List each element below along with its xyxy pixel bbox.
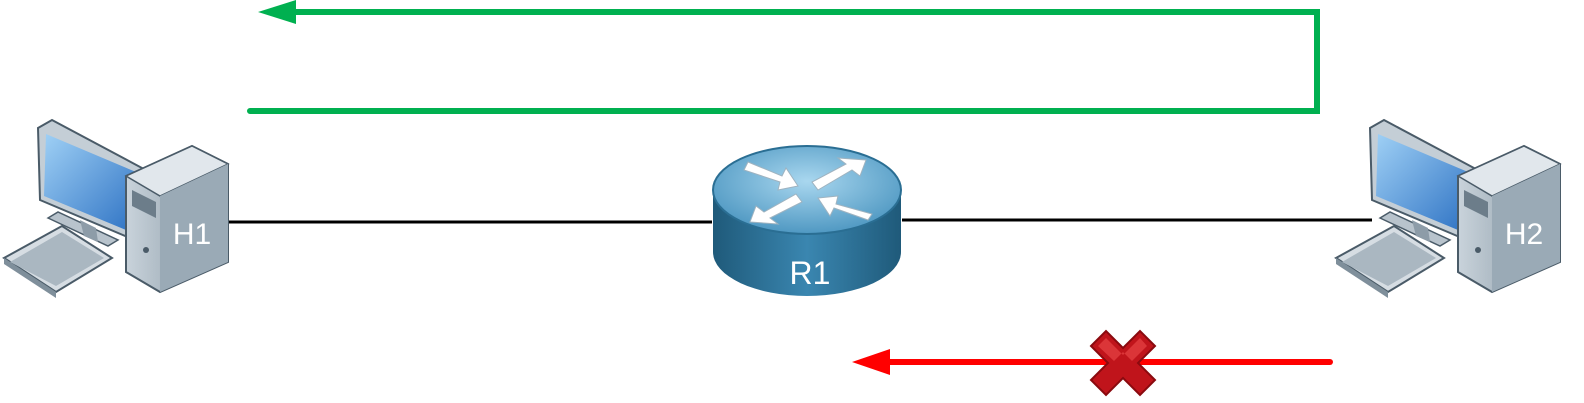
host-h2-label: H2 xyxy=(1505,218,1543,251)
host-h2[interactable]: H2 xyxy=(1335,119,1561,299)
router-r1[interactable]: R1 xyxy=(712,145,902,296)
red-x-icon xyxy=(1089,329,1157,397)
host-h1[interactable]: H1 xyxy=(3,119,229,299)
allowed-flow-line xyxy=(247,9,1320,114)
blocked-flow xyxy=(852,329,1333,397)
blocked-flow-arrowhead xyxy=(852,349,890,375)
desktop-computer-icon xyxy=(3,119,229,299)
router-icon xyxy=(712,145,902,296)
router-r1-label: R1 xyxy=(790,255,831,291)
desktop-computer-icon xyxy=(1335,119,1561,299)
host-h1-label: H1 xyxy=(173,218,211,251)
allowed-flow xyxy=(247,0,1320,114)
allowed-flow-arrowhead xyxy=(258,0,296,24)
